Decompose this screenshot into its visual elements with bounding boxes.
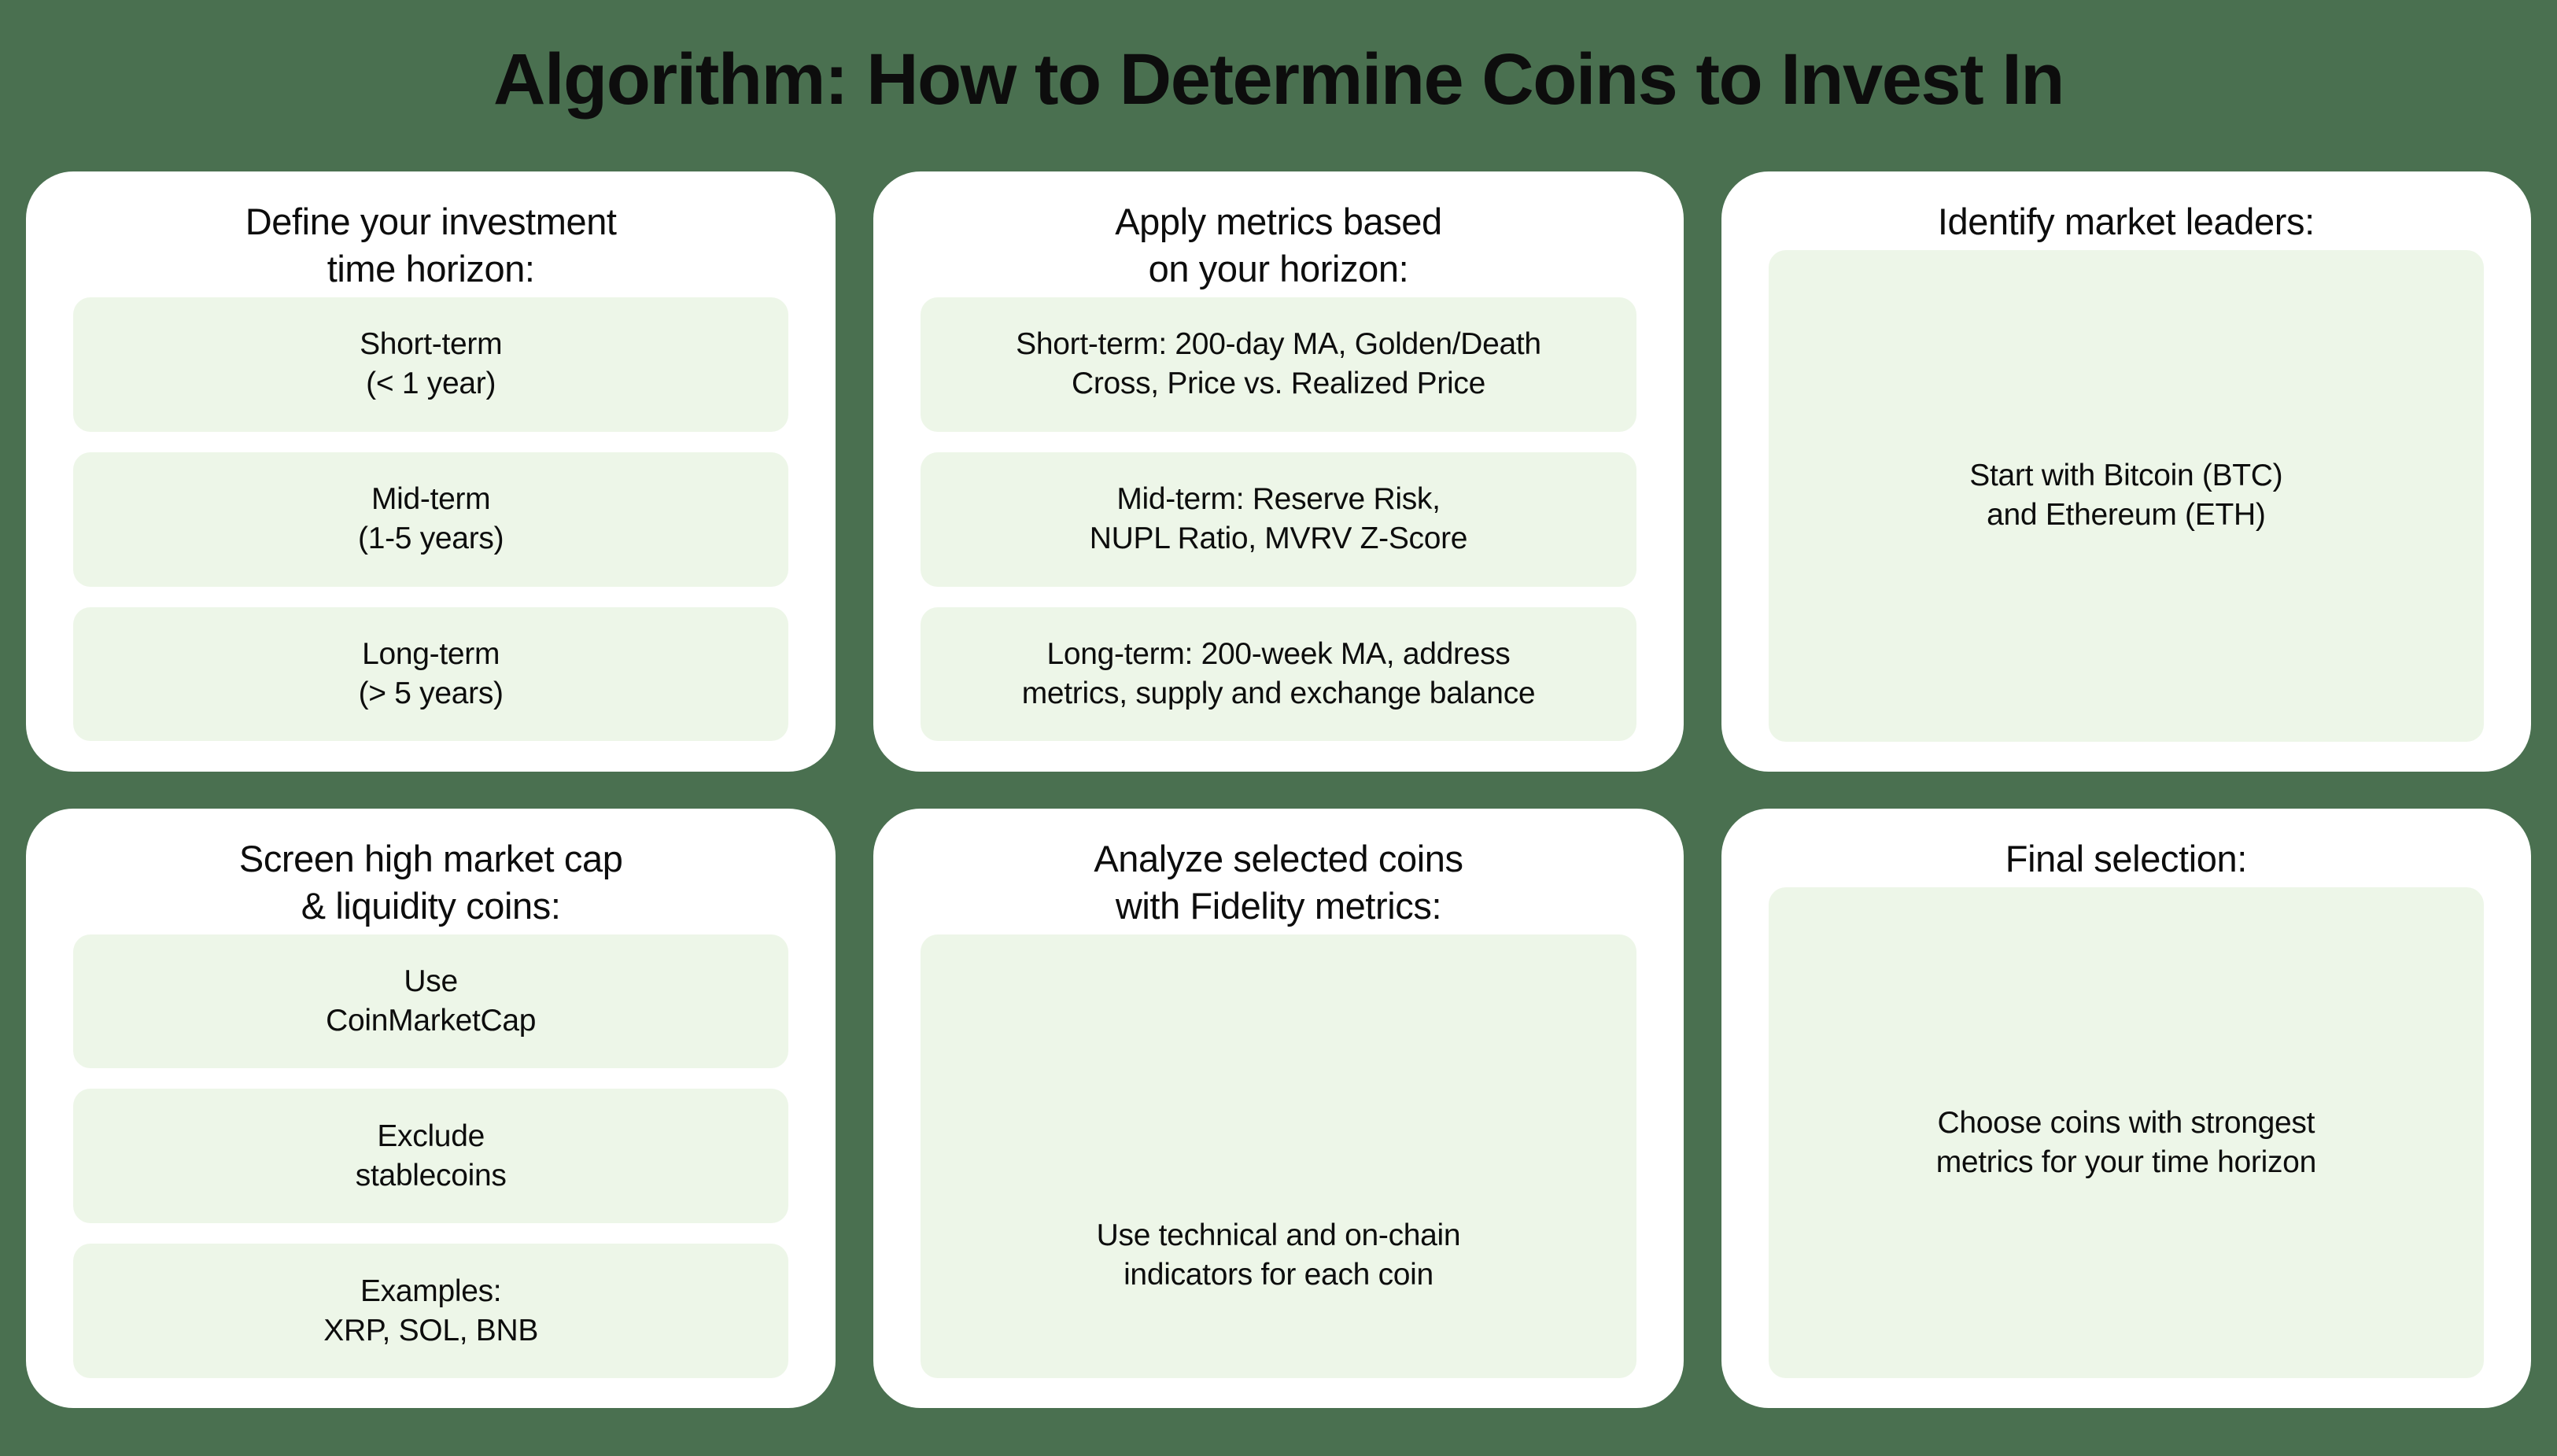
chip-text: Examples: XRP, SOL, BNB — [323, 1274, 539, 1347]
card-title: Identify market leaders: — [1937, 201, 2315, 242]
chip-text: Mid-term (1-5 years) — [358, 482, 504, 556]
chip-text: Use CoinMarketCap — [326, 964, 537, 1038]
card-body: Start with Bitcoin (BTC) and Ethereum (E… — [1768, 250, 2484, 742]
card-body: Short-term: 200-day MA, Golden/Death Cro… — [921, 297, 1636, 742]
chip-text: Start with Bitcoin (BTC) and Ethereum (E… — [1969, 459, 2283, 533]
chip-examples: Examples: XRP, SOL, BNB — [73, 1244, 789, 1378]
card-analyze-with-fidelity-metrics: Analyze selected coins with Fidelity met… — [873, 808, 1684, 1408]
card-title: Screen high market cap & liquidity coins… — [238, 837, 623, 927]
chip-text: Choose coins with strongest metrics for … — [1935, 1105, 2317, 1179]
chip-exclude-stablecoins: Exclude stablecoins — [73, 1089, 789, 1224]
card-body: Use CoinMarketCap Exclude stablecoins Ex… — [73, 934, 789, 1379]
chip-short-term-metrics: Short-term: 200-day MA, Golden/Death Cro… — [921, 297, 1636, 432]
card-define-time-horizon: Define your investment time horizon: Sho… — [26, 171, 836, 772]
card-final-selection: Final selection: Choose coins with stron… — [1721, 808, 2531, 1408]
chip-long-term: Long-term (> 5 years) — [73, 606, 789, 742]
chip-long-term-metrics: Long-term: 200-week MA, address metrics,… — [921, 606, 1636, 742]
card-title: Apply metrics based on your horizon: — [1115, 201, 1442, 289]
card-body: Choose coins with strongest metrics for … — [1768, 887, 2484, 1378]
chip-short-term: Short-term (< 1 year) — [73, 297, 789, 432]
card-body: Use technical and on-chain indicators fo… — [921, 934, 1636, 1378]
chip-text: Mid-term: Reserve Risk, NUPL Ratio, MVRV… — [1089, 482, 1468, 556]
card-identify-market-leaders: Identify market leaders: Start with Bitc… — [1721, 171, 2531, 772]
chip-mid-term-metrics: Mid-term: Reserve Risk, NUPL Ratio, MVRV… — [921, 452, 1636, 587]
chip-text: Short-term (< 1 year) — [360, 327, 503, 401]
card-title: Define your investment time horizon: — [245, 201, 617, 289]
chip-mid-term: Mid-term (1-5 years) — [73, 452, 789, 587]
chip-text: Long-term (> 5 years) — [358, 637, 504, 711]
card-title: Analyze selected coins with Fidelity met… — [1094, 837, 1463, 927]
chip-text: Long-term: 200-week MA, address metrics,… — [1021, 637, 1536, 711]
chip-use-coinmarketcap: Use CoinMarketCap — [73, 934, 789, 1069]
card-body: Short-term (< 1 year) Mid-term (1-5 year… — [73, 297, 789, 742]
chip-text: Short-term: 200-day MA, Golden/Death Cro… — [1016, 327, 1541, 401]
chip-market-leaders: Start with Bitcoin (BTC) and Ethereum (E… — [1768, 250, 2484, 742]
chip-strongest-metrics: Choose coins with strongest metrics for … — [1768, 887, 2484, 1378]
card-title: Final selection: — [2005, 837, 2247, 879]
card-screen-market-cap: Screen high market cap & liquidity coins… — [26, 808, 836, 1408]
chip-technical-onchain-indicators: Use technical and on-chain indicators fo… — [921, 934, 1636, 1378]
chip-text: Exclude stablecoins — [355, 1119, 507, 1192]
page-title: Algorithm: How to Determine Coins to Inv… — [493, 39, 2064, 120]
chip-text: Use technical and on-chain indicators fo… — [1096, 1218, 1461, 1292]
card-apply-metrics: Apply metrics based on your horizon: Sho… — [873, 171, 1684, 772]
card-grid: Define your investment time horizon: Sho… — [26, 171, 2531, 1456]
